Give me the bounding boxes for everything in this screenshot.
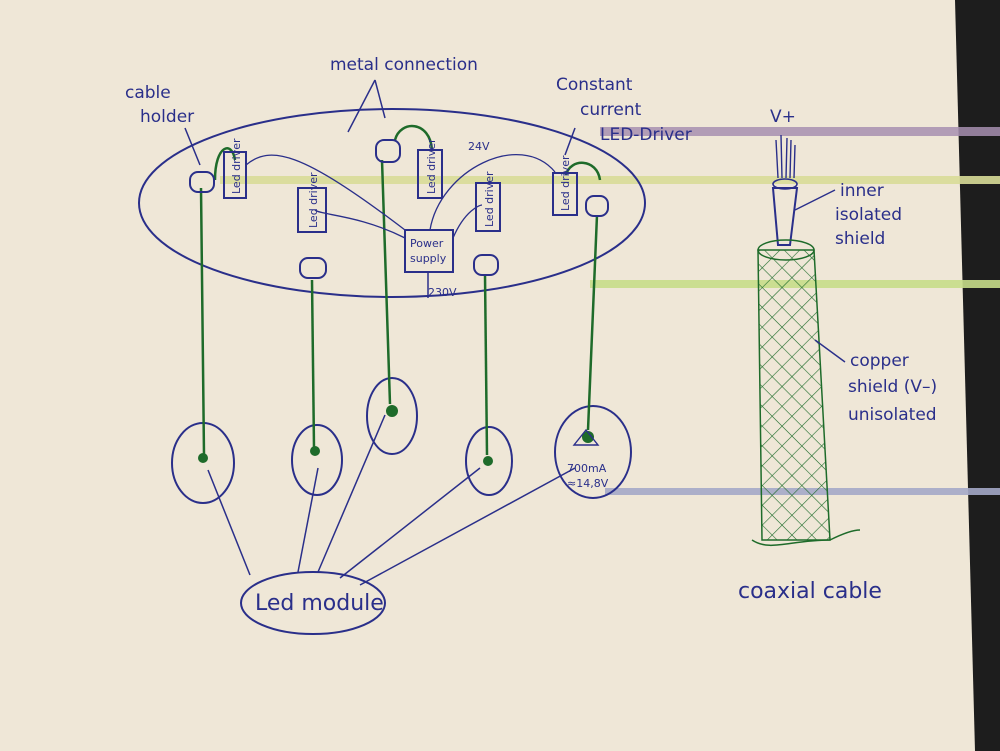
svg-text:Led driver: Led driver: [483, 171, 496, 227]
svg-text:Led driver: Led driver: [559, 155, 572, 211]
svg-text:Led driver: Led driver: [307, 172, 320, 228]
green-cable: [564, 161, 602, 431]
mains-voltage-label: 230V: [428, 286, 457, 299]
annotation-arrow: [339, 467, 481, 579]
led-voltage-label: ≈14,8V: [567, 477, 609, 490]
wire: [452, 204, 483, 239]
green-cable: [199, 147, 237, 456]
diode-symbol-icon: [572, 428, 600, 446]
wire: [245, 154, 406, 231]
fixture-outline: [138, 108, 646, 298]
power-supply-box: [404, 229, 454, 273]
wire: [429, 154, 556, 231]
cable-holder: [189, 171, 215, 193]
cable-holder: [299, 257, 327, 279]
glitch-bar: [600, 127, 1000, 136]
led-module-callout: [240, 571, 386, 635]
cable-holder: [473, 254, 499, 276]
led-chip-icon: [310, 446, 320, 456]
led-chip-icon: [582, 431, 594, 443]
annotation-arrow: [317, 414, 386, 573]
constant-current-label: current: [580, 100, 642, 120]
wire: [314, 209, 406, 239]
annotation-arrow: [347, 79, 376, 133]
led-driver-box: [552, 172, 578, 216]
annotation-arrow: [359, 467, 576, 586]
led-chip-icon: [198, 453, 208, 463]
led-driver-label: Led driver: [307, 172, 320, 228]
inner-shield-label: inner: [840, 181, 884, 201]
conductor-strands: [775, 134, 796, 179]
dc-voltage-label: 24V: [468, 140, 490, 153]
inner-shield-label: isolated: [835, 205, 902, 225]
svg-text:Led driver: Led driver: [425, 138, 438, 194]
metal-connection-label: metal connection: [330, 55, 478, 75]
coaxial-cable-label: coaxial cable: [738, 579, 882, 604]
cable-holder-label: cable: [125, 83, 171, 103]
led-driver-box: [417, 149, 443, 199]
annotation-arrow: [814, 339, 846, 363]
annotation-arrow: [207, 469, 251, 576]
table-edge: [955, 0, 1000, 751]
led-module: [465, 426, 513, 496]
led-module: [554, 405, 632, 499]
constant-current-label: LED-Driver: [600, 125, 692, 145]
cable-holder: [375, 139, 401, 163]
annotation-arrow: [184, 127, 201, 166]
copper-shield-label: shield (V–): [848, 377, 937, 397]
led-driver-box: [297, 187, 327, 233]
cable-end: [751, 529, 861, 547]
led-chip-icon: [386, 405, 398, 417]
v-plus-label: V+: [770, 107, 796, 127]
annotation-arrow: [564, 127, 576, 156]
led-driver-label: Led driver: [425, 138, 438, 194]
constant-current-label: Constant: [556, 75, 633, 95]
copper-shield-label: copper: [850, 351, 909, 371]
glitch-bar: [220, 176, 1000, 184]
annotation-arrow: [297, 467, 319, 573]
cable-holder: [585, 195, 609, 217]
annotation-arrow: [794, 189, 836, 211]
copper-shield-label: unisolated: [848, 405, 937, 425]
power-supply-label: Power: [410, 237, 444, 250]
led-module: [291, 424, 343, 496]
led-chip-icon: [483, 456, 493, 466]
annotation-arrow: [374, 79, 386, 119]
power-supply-label: supply: [410, 252, 447, 265]
led-module: [366, 377, 418, 455]
led-current-label: 700mA: [567, 462, 607, 475]
inner-shield-label: shield: [835, 229, 885, 249]
green-cable: [483, 274, 489, 456]
led-driver-label: Led driver: [230, 138, 243, 194]
green-cable: [310, 279, 316, 449]
led-driver-label: Led driver: [483, 171, 496, 227]
cable-holder-label: holder: [140, 107, 194, 127]
svg-text:Led driver: Led driver: [230, 138, 243, 194]
led-driver-box: [223, 151, 247, 199]
green-cable: [380, 124, 434, 405]
conductor-end: [772, 178, 798, 190]
led-driver-label: Led driver: [559, 155, 572, 211]
led-module-label: Led module: [255, 591, 384, 616]
